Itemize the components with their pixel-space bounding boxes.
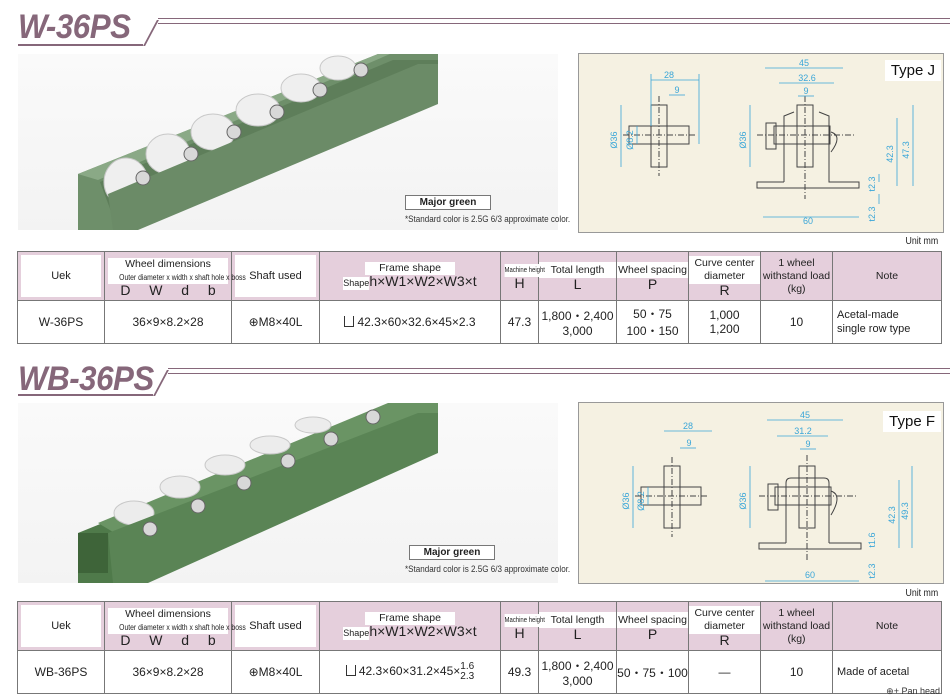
svg-text:t2.3: t2.3 — [867, 563, 877, 578]
svg-text:9: 9 — [805, 439, 810, 449]
svg-text:42.3: 42.3 — [887, 506, 897, 524]
section-title-w36ps: W-36PS — [18, 8, 131, 46]
color-label-w36ps: Major green — [405, 195, 491, 210]
channel-shape-icon — [344, 316, 355, 327]
unit-label: Unit mm — [905, 588, 938, 599]
rail-photo-icon — [78, 403, 438, 583]
technical-drawing-icon: 28 9 Ø36 Ø8.2 45 32.6 9 Ø36 42.3 47.3 t2… — [609, 58, 914, 226]
cell-model: W-36PS — [17, 300, 105, 344]
cell-shaft: ⊕M8×40L — [231, 300, 320, 344]
svg-text:28: 28 — [683, 421, 693, 431]
svg-text:Ø8.2: Ø8.2 — [625, 130, 635, 150]
svg-text:60: 60 — [803, 216, 813, 226]
cell-curve: — — [688, 650, 761, 694]
cell-wheel-dims: 36×9×8.2×28 — [104, 650, 232, 694]
header-note: Note — [832, 601, 942, 651]
svg-text:45: 45 — [800, 410, 810, 420]
header-shaft: Shaft used — [231, 601, 320, 651]
unit-label: Unit mm — [905, 236, 938, 247]
table-row: WB-36PS 36×9×8.2×28 ⊕M8×40L 42.3×60×31.2… — [17, 650, 942, 694]
type-label-j: Type J — [884, 60, 941, 81]
svg-text:Ø36: Ø36 — [621, 492, 631, 509]
cell-load: 10 — [760, 650, 833, 694]
svg-text:60: 60 — [805, 570, 815, 580]
svg-text:t1.6: t1.6 — [867, 532, 877, 547]
cell-load: 10 — [760, 300, 833, 344]
svg-text:47.3: 47.3 — [901, 141, 911, 159]
title-slash — [153, 370, 169, 396]
product-photo-w36ps — [18, 54, 558, 230]
header-model: Uek — [17, 251, 105, 301]
header-load: 1 wheel withstand load (kg) — [760, 251, 833, 301]
cell-wheel-dims: 36×9×8.2×28 — [104, 300, 232, 344]
channel-shape-icon — [345, 665, 356, 677]
svg-text:9: 9 — [803, 86, 808, 96]
cell-height: 49.3 — [500, 650, 539, 694]
pan-head-footnote: ⊕+ Pan head — [886, 686, 940, 696]
svg-text:9: 9 — [686, 438, 691, 448]
color-note-wb36ps: *Standard color is 2.5G 6/3 approximate … — [405, 564, 571, 575]
svg-text:31.2: 31.2 — [794, 426, 812, 436]
section-title-wb36ps: WB-36PS — [18, 360, 154, 398]
cell-spacing: 50・75・100 — [616, 650, 689, 694]
svg-text:45: 45 — [799, 58, 809, 68]
rail-photo-icon — [78, 54, 438, 230]
header-model: Uek — [17, 601, 105, 651]
title-rule — [158, 18, 950, 24]
header-frame: Frame shape Shapeh×W1×W2×W3×t — [319, 601, 501, 651]
color-note-w36ps: *Standard color is 2.5G 6/3 approximate … — [405, 214, 571, 225]
header-load: 1 wheel withstand load (kg) — [760, 601, 833, 651]
title-underline — [18, 394, 153, 396]
table-row: W-36PS 36×9×8.2×28 ⊕M8×40L 42.3×60×32.6×… — [17, 300, 942, 344]
dim-28: 28 — [664, 70, 674, 80]
title-rule — [168, 368, 950, 374]
title-underline — [18, 44, 143, 46]
svg-text:Ø8.2: Ø8.2 — [636, 491, 646, 511]
header-note: Note — [832, 251, 942, 301]
color-label-wb36ps: Major green — [409, 545, 495, 560]
drawing-type-j: 28 9 Ø36 Ø8.2 45 32.6 9 Ø36 42.3 47.3 t2… — [578, 53, 944, 233]
cell-shaft: ⊕M8×40L — [231, 650, 320, 694]
cell-height: 47.3 — [500, 300, 539, 344]
svg-text:49.3: 49.3 — [900, 502, 910, 520]
svg-text:t2.3: t2.3 — [867, 206, 877, 221]
svg-text:t2.3: t2.3 — [867, 176, 877, 191]
svg-text:32.6: 32.6 — [798, 73, 816, 83]
svg-text:42.3: 42.3 — [885, 145, 895, 163]
svg-text:9: 9 — [674, 85, 679, 95]
title-slash — [143, 20, 159, 46]
drawing-type-f: 28 9 Ø36 Ø8.2 45 31.2 9 Ø36 42.3 49.3 t1… — [578, 402, 944, 584]
technical-drawing-icon: 28 9 Ø36 Ø8.2 45 31.2 9 Ø36 42.3 49.3 t1… — [621, 410, 913, 582]
svg-text:Ø36: Ø36 — [738, 492, 748, 509]
cell-model: WB-36PS — [17, 650, 105, 694]
header-shaft: Shaft used — [231, 251, 320, 301]
type-label-f: Type F — [883, 411, 941, 432]
header-frame: Frame shape Shapeh×W1×W2×W3×t — [319, 251, 501, 301]
svg-text:Ø36: Ø36 — [609, 131, 619, 148]
svg-text:Ø36: Ø36 — [738, 131, 748, 148]
cell-note: Made of acetal — [832, 650, 942, 694]
cell-frame: 42.3×60×32.6×45×2.3 — [319, 300, 501, 344]
